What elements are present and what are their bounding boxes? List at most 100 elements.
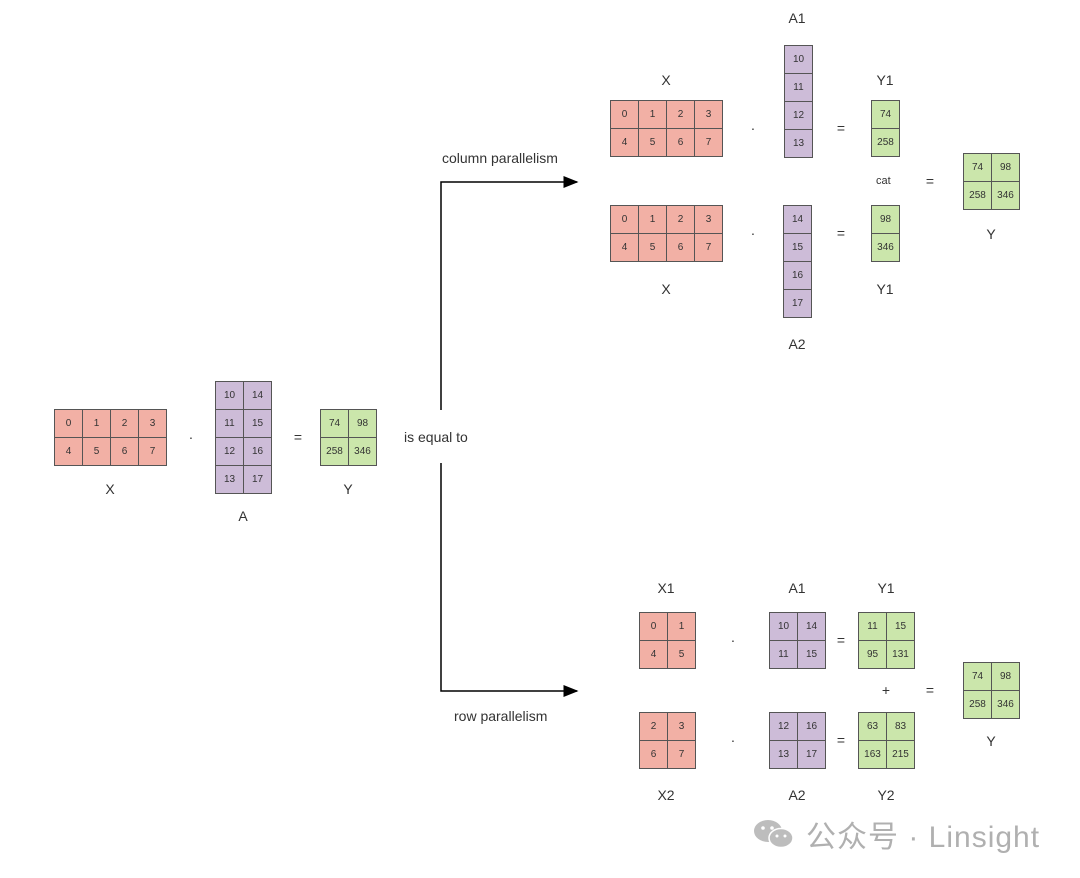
matrix-cell: 74 [321, 410, 349, 438]
matrix-cell: 16 [798, 713, 826, 741]
matrix-cell: 0 [611, 206, 639, 234]
label-row-top-y1: Y1 [877, 580, 895, 596]
dot-operator: · [750, 120, 756, 136]
matrix-cell: 258 [872, 129, 900, 157]
dot-operator: · [750, 225, 756, 241]
matrix-cell: 215 [887, 741, 915, 769]
matrix-cell: 3 [695, 101, 723, 129]
matrix-cell: 14 [784, 206, 812, 234]
matrix-cell: 5 [639, 129, 667, 157]
label-a: A [238, 508, 248, 524]
matrix-cell: 346 [992, 691, 1020, 719]
matrix-cell: 10 [216, 382, 244, 410]
dot-operator: · [188, 429, 194, 445]
matrix-cell: 346 [349, 438, 377, 466]
matrix-cell: 3 [695, 206, 723, 234]
label-row-bot-y2: Y2 [877, 787, 895, 803]
matrix-cell: 13 [785, 130, 813, 158]
equals-operator: = [836, 120, 846, 136]
matrix-cell: 6 [667, 129, 695, 157]
matrix-cell: 2 [667, 206, 695, 234]
matrix-cell: 1 [83, 410, 111, 438]
matrix-cell: 15 [784, 234, 812, 262]
matrix-cell: 98 [992, 663, 1020, 691]
row-arrow [440, 463, 579, 697]
matrix-cell: 95 [859, 641, 887, 669]
matrix-cell: 83 [887, 713, 915, 741]
label-col-result-y: Y [986, 226, 996, 242]
is-equal-to-text: is equal to [404, 429, 468, 445]
equals-operator: = [836, 632, 846, 648]
matrix-cell: 15 [887, 613, 915, 641]
matrix-cell: 3 [139, 410, 167, 438]
column-parallelism-text: column parallelism [442, 150, 558, 166]
label-col-bot-y1: Y1 [876, 281, 894, 297]
matrix-cell: 1 [668, 613, 696, 641]
matrix-cell: 4 [611, 234, 639, 262]
matrix-cell: 7 [139, 438, 167, 466]
matrix-cell: 11 [859, 613, 887, 641]
matrix-cell: 346 [992, 182, 1020, 210]
matrix-cell: 17 [798, 741, 826, 769]
matrix-cell: 258 [964, 691, 992, 719]
matrix-cell: 7 [668, 741, 696, 769]
matrix-cell: 258 [964, 182, 992, 210]
matrix-cell: 14 [244, 382, 272, 410]
matrix-cell: 16 [784, 262, 812, 290]
matrix-cell: 6 [667, 234, 695, 262]
matrix-cell: 6 [640, 741, 668, 769]
matrix-cell: 0 [611, 101, 639, 129]
column-arrow [440, 176, 579, 410]
matrix-cell: 98 [349, 410, 377, 438]
row-parallelism-text: row parallelism [454, 708, 548, 724]
matrix-cell: 11 [785, 74, 813, 102]
watermark: 公众号 · Linsight [752, 812, 1040, 856]
watermark-text: 公众号 · Linsight [806, 821, 1041, 854]
matrix-cell: 1 [639, 206, 667, 234]
matrix-cell: 74 [964, 154, 992, 182]
equals-operator: = [293, 429, 303, 445]
matrix-cell: 16 [244, 438, 272, 466]
matrix-cell: 74 [964, 663, 992, 691]
matrix-cell: 5 [83, 438, 111, 466]
matrix-cell: 2 [667, 101, 695, 129]
matrix-cell: 131 [887, 641, 915, 669]
equals-operator: = [925, 173, 935, 189]
matrix-cell: 12 [770, 713, 798, 741]
label-col-bot-a2: A2 [788, 336, 806, 352]
matrix-cell: 2 [111, 410, 139, 438]
matrix-cell: 17 [784, 290, 812, 318]
matrix-cell: 63 [859, 713, 887, 741]
matrix-cell: 3 [668, 713, 696, 741]
label-col-top-x: X [661, 72, 671, 88]
label-col-top-y1: Y1 [876, 72, 894, 88]
label-y: Y [343, 481, 353, 497]
matrix-cell: 13 [216, 466, 244, 494]
matrix-cell: 4 [640, 641, 668, 669]
label-row-top-a1: A1 [788, 580, 806, 596]
cat-text: cat [876, 175, 891, 187]
label-row-bot-a2: A2 [788, 787, 806, 803]
label-col-top-a1: A1 [788, 10, 806, 26]
matrix-cell: 12 [785, 102, 813, 130]
matrix-cell: 15 [244, 410, 272, 438]
label-row-result-y: Y [986, 733, 996, 749]
matrix-cell: 98 [872, 206, 900, 234]
matrix-cell: 258 [321, 438, 349, 466]
equals-operator: = [925, 682, 935, 698]
equals-operator: = [836, 732, 846, 748]
matrix-cell: 11 [216, 410, 244, 438]
matrix-cell: 12 [216, 438, 244, 466]
matrix-cell: 15 [798, 641, 826, 669]
matrix-cell: 7 [695, 234, 723, 262]
